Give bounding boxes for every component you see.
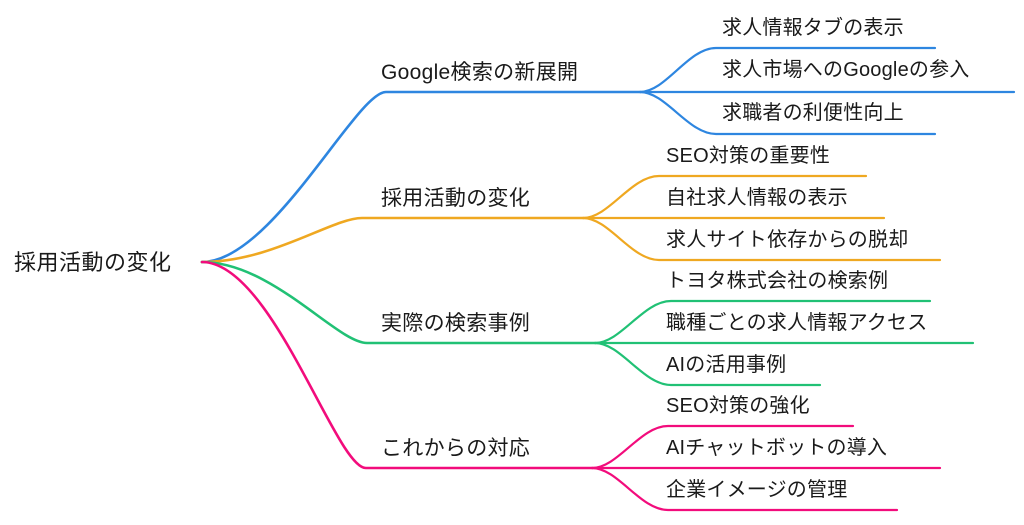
leaf-label-ai-chatbot-adoption[interactable]: AIチャットボットの導入	[666, 437, 888, 459]
leaf-label-job-type-access[interactable]: 職種ごとの求人情報アクセス	[666, 312, 928, 334]
branch-label-google-search[interactable]: Google検索の新展開	[381, 61, 579, 84]
branch-label-future-response[interactable]: これからの対応	[381, 437, 531, 460]
connector-path	[200, 260, 594, 470]
connector-path	[200, 90, 642, 264]
root-node-label[interactable]: 採用活動の変化	[14, 250, 172, 275]
connector-path	[200, 216, 585, 264]
leaf-label-job-tab-display[interactable]: 求人情報タブの表示	[722, 17, 904, 39]
connector-path	[590, 424, 855, 470]
connector-path	[200, 260, 597, 345]
leaf-label-google-market-entry[interactable]: 求人市場へのGoogleの参入	[722, 59, 970, 81]
leaf-label-toyota-search-example[interactable]: トヨタ株式会社の検索例	[666, 270, 889, 292]
leaf-label-seo-strengthening[interactable]: SEO対策の強化	[666, 395, 810, 417]
branch-label-recruiting-change[interactable]: 採用活動の変化	[381, 187, 531, 210]
connector-path	[590, 466, 899, 512]
leaf-label-own-job-listing[interactable]: 自社求人情報の表示	[666, 187, 848, 209]
connector-path	[593, 341, 822, 387]
leaf-label-escape-job-site-dependency[interactable]: 求人サイト依存からの脱却	[666, 229, 909, 251]
connector-path	[581, 216, 942, 262]
connector-path	[593, 299, 932, 345]
leaf-label-seo-importance[interactable]: SEO対策の重要性	[666, 145, 831, 167]
connector-path	[581, 174, 868, 220]
leaf-label-ai-use-case[interactable]: AIの活用事例	[666, 354, 787, 376]
leaf-label-brand-image-management[interactable]: 企業イメージの管理	[666, 479, 848, 501]
connector-path	[638, 46, 937, 94]
connector-path	[638, 90, 937, 136]
branch-label-search-examples[interactable]: 実際の検索事例	[381, 312, 531, 335]
leaf-label-jobseeker-convenience[interactable]: 求職者の利便性向上	[722, 102, 904, 124]
